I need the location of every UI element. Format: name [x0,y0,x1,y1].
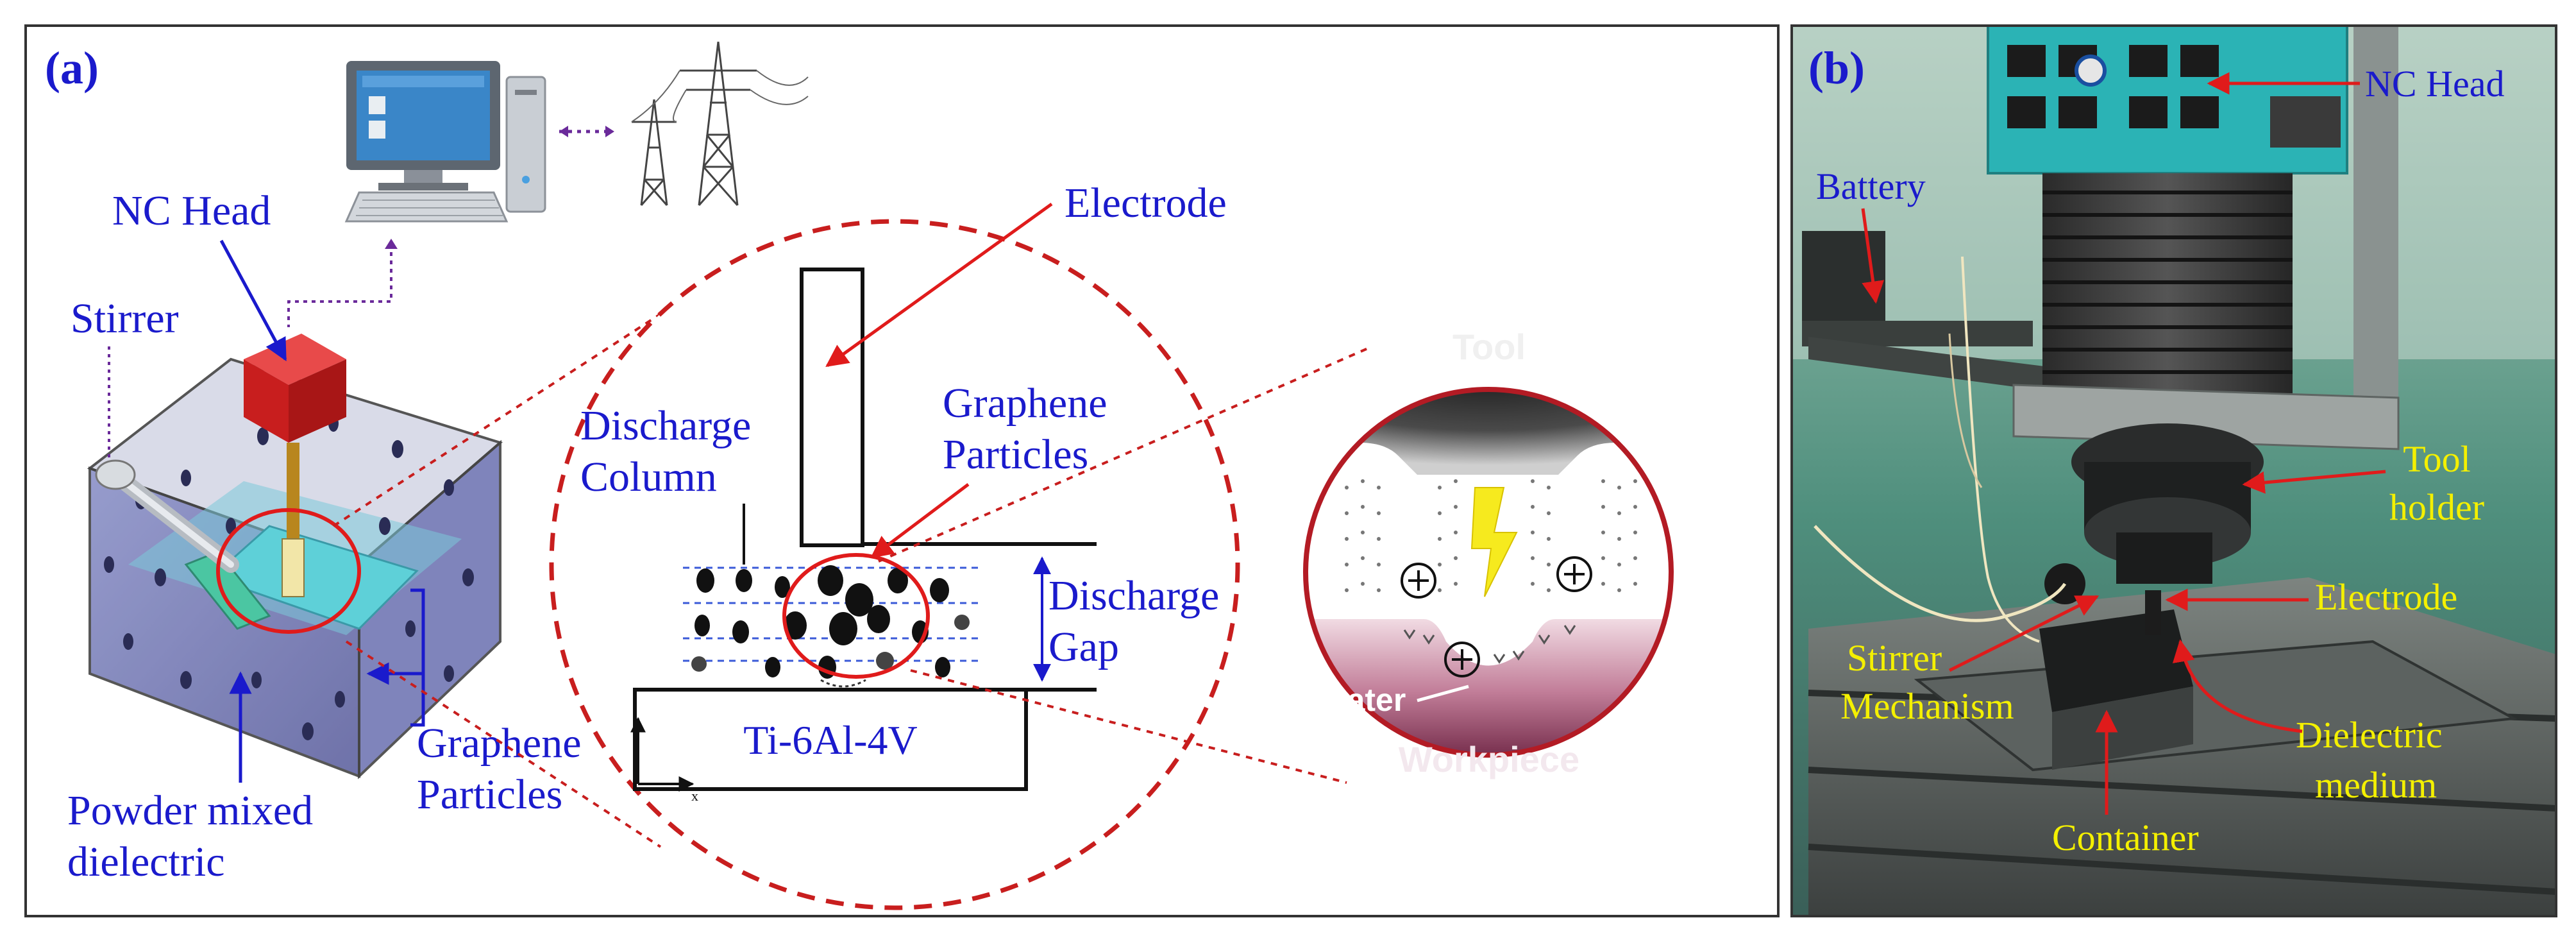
photo-nc-head-label: NC Head [2365,63,2504,105]
tool-label: Tool [1452,327,1526,367]
photo-electrode-label: Electrode [2315,576,2457,618]
photo-dielectric-arrow [2172,639,2303,733]
discharge-column-label-line2: Column [580,454,717,500]
control-link [287,244,392,327]
nc-head-arrow [219,239,287,362]
discharge-column-label-line1: Discharge [580,402,751,449]
workpiece-label: Workpiece [1399,739,1579,779]
graphene-mid-label-line1: Graphene [943,380,1107,427]
crater-label: Crater [1311,682,1406,718]
powder-label-line1: Powder mixed [67,787,313,834]
ion-symbols [1401,556,1592,677]
photo-tool-holder-label-line2: holder [2389,486,2484,528]
panel-b-tag: (b) [1808,42,1865,94]
photo-tool-holder-arrow [2242,470,2386,494]
photo-tool-holder-label-line1: Tool [2403,438,2471,480]
graphene-left-label-line1: Graphene [417,720,582,767]
panel-b-frame [1790,24,2557,917]
zoom-lines-right [878,345,1373,784]
photo-container-label: Container [2052,817,2199,858]
photo-stirrer-arrow [1948,595,2100,672]
discharge-gap-label-line2: Gap [1048,624,1119,670]
workpiece-block [633,688,1028,791]
control-link-arrowhead [385,239,398,249]
crater-zoom-circle: Tool Crater Workpiece [1303,327,1674,779]
spark-bolt [1470,487,1518,597]
graphene-left-label-line2: Particles [417,771,562,818]
power-tower-icon [631,41,809,206]
electrode-label: Electrode [1065,180,1227,226]
electrode-shape [800,268,864,547]
stirrer-rod [95,459,239,573]
tank-highlight-circle [216,508,361,634]
plasma-dots [1345,479,1637,592]
zoom-lines-left [332,300,681,848]
workpiece-material-label: Ti-6Al-4V [743,717,917,763]
graphene-particles-gap [691,565,970,679]
graphene-left-bracket [410,588,425,727]
photo-stirrer-label-line2: Mechanism [1840,685,2014,727]
particle-highlight-circle [782,553,930,679]
graphene-mid-label-line2: Particles [943,431,1088,478]
photo-dielectric-label-line2: medium [2315,764,2437,806]
photo-battery-label: Battery [1816,166,1926,207]
discharge-gap-lines [683,566,978,662]
discharge-gap-label-line1: Discharge [1048,572,1219,619]
stirrer-label: Stirrer [71,295,179,342]
electrode-arrow [825,202,1053,368]
machine-photo [1792,26,2556,916]
nc-head-label: NC Head [112,187,271,234]
photo-battery-arrow [1861,208,1885,304]
computer-icon [344,61,546,223]
graphene-mid-arrow [870,483,970,559]
panel-a-tag: (a) [45,42,99,94]
axis-x-label: x [691,788,698,804]
crater-arrow [1417,685,1469,702]
powder-label-line2: dielectric [67,838,225,885]
electron-marks [1403,625,1576,664]
nc-head-cube [244,334,346,597]
photo-stirrer-label-line1: Stirrer [1847,637,1942,679]
photo-dielectric-label-line1: Dielectric [2296,714,2443,756]
